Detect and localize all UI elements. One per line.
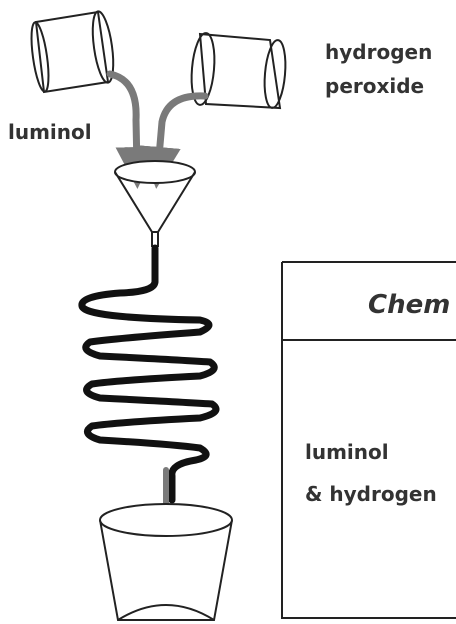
right-pour-arrow	[138, 92, 209, 189]
luminol-label: luminol	[8, 120, 92, 144]
funnel-icon	[114, 160, 196, 247]
left-beaker-icon	[30, 10, 115, 94]
pour-arrows	[106, 70, 209, 189]
hydrogen-peroxide-label-line1: hydrogen	[325, 40, 433, 64]
panel-item-line2: & hydrogen	[305, 482, 437, 506]
bottom-beaker-icon	[99, 503, 233, 621]
hydrogen-peroxide-label-line2: peroxide	[325, 74, 425, 98]
coil-tube-icon	[78, 244, 220, 504]
panel-title: Chem	[368, 290, 451, 320]
left-pour-arrow	[106, 70, 158, 189]
chemistry-panel	[281, 261, 456, 619]
right-beaker-icon	[190, 32, 287, 110]
panel-item-line1: luminol	[305, 440, 389, 464]
